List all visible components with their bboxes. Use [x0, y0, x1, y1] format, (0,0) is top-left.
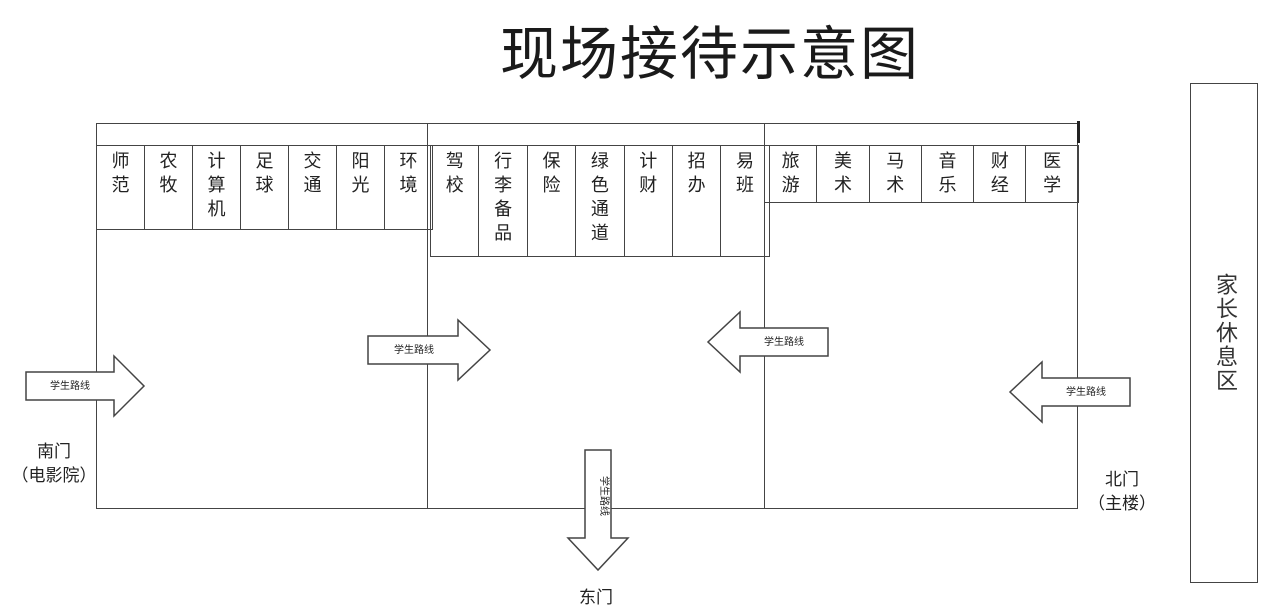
booth-label-char: 校: [445, 175, 464, 196]
route-arrow-label: 学生路线: [764, 335, 804, 348]
booth-label-char: 牧: [159, 175, 178, 196]
booth-label-char: 机: [207, 199, 226, 220]
booth-label-char: 美: [833, 151, 852, 172]
booth-label-char: 计: [639, 151, 658, 172]
booth-label-char: 学: [1043, 175, 1062, 196]
booth-right-6: 医学: [1025, 145, 1079, 203]
booth-label-char: 通: [303, 175, 322, 196]
booth-label-char: 色: [590, 175, 609, 196]
booth-left-7: 环境: [384, 145, 433, 230]
route-arrow-middle: 学生路线: [367, 318, 492, 382]
booth-label-char: 境: [399, 175, 418, 196]
frame-corner-mark: [1077, 121, 1080, 143]
booth-label-char: 绿: [590, 151, 609, 172]
booth-label-char: 旅: [781, 151, 800, 172]
booth-right-1: 旅游: [764, 145, 818, 203]
route-arrow-south-gate: 学生路线: [25, 354, 146, 418]
booth-left-6: 阳光: [336, 145, 385, 230]
booth-row-middle: 驾校行李备品保险绿色通道计财招办易班: [430, 145, 770, 257]
south-gate-label: 南门 （电影院）: [8, 440, 100, 488]
booth-label-char: 环: [399, 151, 418, 172]
booth-label-char: 术: [886, 175, 905, 196]
booth-label-char: 范: [111, 175, 130, 196]
booth-row-left: 师范农牧计算机足球交通阳光环境: [96, 145, 433, 230]
booth-left-3: 计算机: [192, 145, 241, 230]
route-arrow-label: 学生路线: [1066, 385, 1106, 398]
booth-middle-6: 招办: [671, 145, 722, 257]
booth-label-char: 游: [781, 175, 800, 196]
booth-label-char: 交: [303, 151, 322, 172]
booth-label-char: 医: [1043, 151, 1062, 172]
booth-right-5: 财经: [973, 145, 1027, 203]
route-arrow-east-gate: 学生路线: [566, 449, 630, 572]
booth-label-char: 品: [494, 223, 513, 244]
booth-label-char: 备: [494, 199, 513, 220]
booth-left-1: 师范: [96, 145, 145, 230]
south-gate-name: 南门: [37, 442, 71, 462]
page-title: 现场接待示意图: [499, 20, 920, 88]
section-divider-2: [764, 123, 765, 509]
booth-label-char: 算: [207, 175, 226, 196]
booth-label-char: 师: [111, 151, 130, 172]
booth-left-5: 交通: [288, 145, 337, 230]
booth-label-char: 马: [886, 151, 905, 172]
booth-label-char: 阳: [351, 151, 370, 172]
booth-row-right: 旅游美术马术音乐财经医学: [764, 145, 1079, 203]
north-gate-label: 北门 （主楼）: [1082, 468, 1162, 516]
route-arrow-label: 学生路线: [50, 379, 90, 392]
booth-right-3: 马术: [868, 145, 922, 203]
booth-label-char: 保: [542, 151, 561, 172]
route-arrow-right: 学生路线: [706, 310, 829, 374]
booth-label-char: 音: [938, 151, 957, 172]
north-gate-note: （主楼）: [1088, 494, 1156, 514]
booth-left-2: 农牧: [144, 145, 193, 230]
booth-label-char: 计: [207, 151, 226, 172]
route-arrow-label: 学生路线: [394, 343, 434, 356]
south-gate-note: （电影院）: [11, 466, 97, 486]
booth-label-char: 易: [736, 151, 755, 172]
booth-middle-7: 易班: [720, 145, 770, 257]
booth-right-4: 音乐: [920, 145, 975, 203]
route-arrow-label: 学生路线: [598, 476, 611, 516]
booth-label-char: 术: [833, 175, 852, 196]
booth-label-char: 李: [494, 175, 513, 196]
booth-label-char: 班: [736, 175, 755, 196]
booth-label-char: 财: [639, 175, 658, 196]
booth-label-char: 行: [494, 151, 513, 172]
north-gate-name: 北门: [1105, 470, 1139, 490]
route-arrow-north-gate: 学生路线: [1008, 360, 1131, 424]
booth-label-char: 道: [590, 223, 609, 244]
booth-middle-5: 计财: [623, 145, 673, 257]
parent-rest-area-label: 家长休息区: [1212, 273, 1237, 393]
booth-middle-2: 行李备品: [478, 145, 528, 257]
booth-label-char: 农: [159, 151, 178, 172]
booth-label-char: 招: [687, 151, 706, 172]
booth-left-4: 足球: [240, 145, 289, 230]
parent-rest-area: 家长休息区: [1190, 83, 1258, 583]
east-gate-label: 东门: [579, 588, 613, 608]
booth-label-char: 光: [351, 175, 370, 196]
booth-label-char: 足: [255, 151, 274, 172]
booth-right-2: 美术: [816, 145, 870, 203]
booth-label-char: 乐: [938, 175, 957, 196]
booth-label-char: 驾: [445, 151, 464, 172]
booth-label-char: 经: [990, 175, 1009, 196]
booth-label-char: 财: [990, 151, 1009, 172]
booth-label-char: 球: [255, 175, 274, 196]
booth-middle-4: 绿色通道: [575, 145, 625, 257]
booth-label-char: 险: [542, 175, 561, 196]
section-divider-1: [427, 123, 428, 509]
booth-label-char: 办: [687, 175, 706, 196]
booth-middle-1: 驾校: [430, 145, 480, 257]
booth-label-char: 通: [590, 199, 609, 220]
booth-middle-3: 保险: [526, 145, 577, 257]
